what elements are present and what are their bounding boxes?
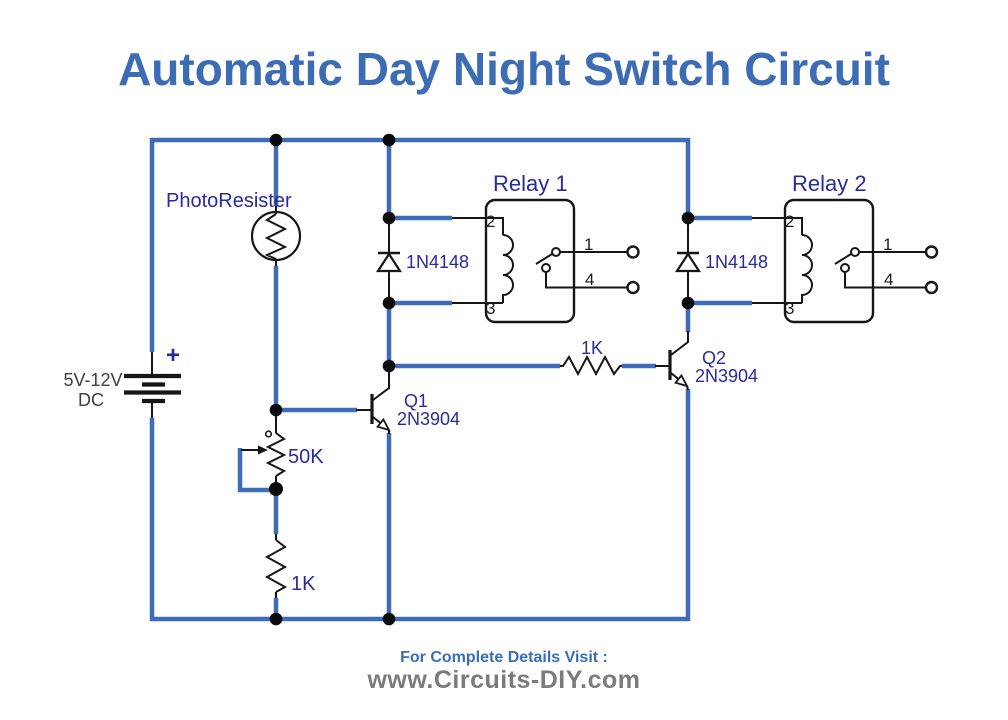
r2-zigzag [560,354,622,377]
footer-website-url: www.Circuits-DIY.com [367,666,641,694]
d1-part-label: 1N4148 [406,252,469,272]
relay2-label: Relay 2 [792,171,867,196]
relay1-pin3-label: 3 [486,299,495,318]
q2-emitter-tail [686,385,689,391]
battery-type-label: DC [78,390,104,410]
q1-part-label: 2N3904 [397,409,460,429]
photoresistor-zigzag [264,213,288,260]
photoresistor-label: PhotoResister [166,190,292,212]
footer-visit-text: For Complete Details Visit : [400,649,608,666]
relay2-pin2-label: 2 [785,212,794,231]
relay1-contact-lower [541,263,551,273]
pot-terminal-mark [264,430,273,438]
relay1-com-line [545,272,627,289]
r1-value-label: 1K [291,573,316,595]
q2-collector-lead [670,331,689,356]
relay2-coil-feed-top [752,217,803,235]
relay1: Relay 1 2 3 1 4 [452,171,640,324]
junction-dot [269,612,283,626]
junction-dot [269,403,283,417]
q2-part-label: 2N3904 [695,366,758,386]
pot-zigzag [265,432,287,477]
relay1-coil-feed-top [452,217,504,235]
battery: + 5V-12V DC [63,342,181,418]
pot-value-label: 50K [288,446,324,468]
wiring [149,137,752,622]
r2-value-label: 1K [581,338,603,358]
relay2: Relay 2 2 3 1 4 [752,171,939,324]
wire-pot-wiper-loop [237,448,274,493]
battery-voltage-label: 5V-12V [63,370,122,390]
pot-wiper-arrowhead [258,445,268,455]
junction-dot [681,296,695,310]
diode-d2: 1N4148 [674,220,768,302]
junction-dot [382,133,396,147]
q1-emitter-arrow [376,417,391,432]
relay2-pin3-label: 3 [785,299,794,318]
relay1-label: Relay 1 [493,171,568,196]
relay1-terminal-1 [626,245,640,259]
d1-triangle [375,251,403,273]
junction-dot [382,296,396,310]
relay1-pin2-label: 2 [486,212,495,231]
junction-dot [382,359,396,373]
diode-d1: 1N4148 [375,220,469,302]
relay1-switch-arm [535,253,553,265]
relay1-pin4-label: 4 [585,270,594,289]
relay2-box [783,198,875,324]
relay1-coil [502,234,514,303]
junction-dot [382,612,396,626]
transistor-q1: Q1 2N3904 [356,367,460,434]
relay2-pin1-label: 1 [883,235,892,254]
q2-ref-label: Q2 [702,348,726,368]
d2-triangle [674,251,702,273]
q2-emitter-arrow [674,373,689,388]
wire-ground-rail [149,389,691,622]
relay2-contact-upper [850,247,860,257]
q1-collector-lead [372,367,390,401]
q2-emitter-lead [670,372,679,380]
junction-dot [269,133,283,147]
relay1-box [484,198,576,324]
relay1-contact-upper [551,247,561,257]
relay2-contact-lower [840,263,850,273]
transistor-q2: Q2 2N3904 [655,331,758,391]
relay2-terminal-1 [924,245,939,259]
photoresistor-body [250,210,302,262]
relay2-coil [801,234,813,303]
relay1-terminal-4 [626,280,640,295]
relay2-switch-arm [834,253,852,265]
junction-dots [269,133,695,626]
wire-positive-rail [149,137,691,352]
junction-dot [269,482,283,496]
resistor-r1: 1K [264,534,316,598]
junction-dot [681,211,695,225]
d2-part-label: 1N4148 [705,252,768,272]
relay2-com-line [844,272,926,289]
r1-zigzag [264,539,288,593]
resistor-r2: 1K [560,338,622,377]
junction-dot [382,211,396,225]
potentiometer: 50K [241,415,324,490]
q1-emitter-lead [372,416,381,424]
photoresistor: PhotoResister [166,190,302,266]
relay1-pin1-label: 1 [584,235,593,254]
relay2-terminal-4 [924,280,939,295]
page-title: Automatic Day Night Switch Circuit [118,43,890,95]
q1-ref-label: Q1 [404,391,428,411]
battery-plus-sign: + [166,342,180,369]
relay2-pin4-label: 4 [884,270,893,289]
